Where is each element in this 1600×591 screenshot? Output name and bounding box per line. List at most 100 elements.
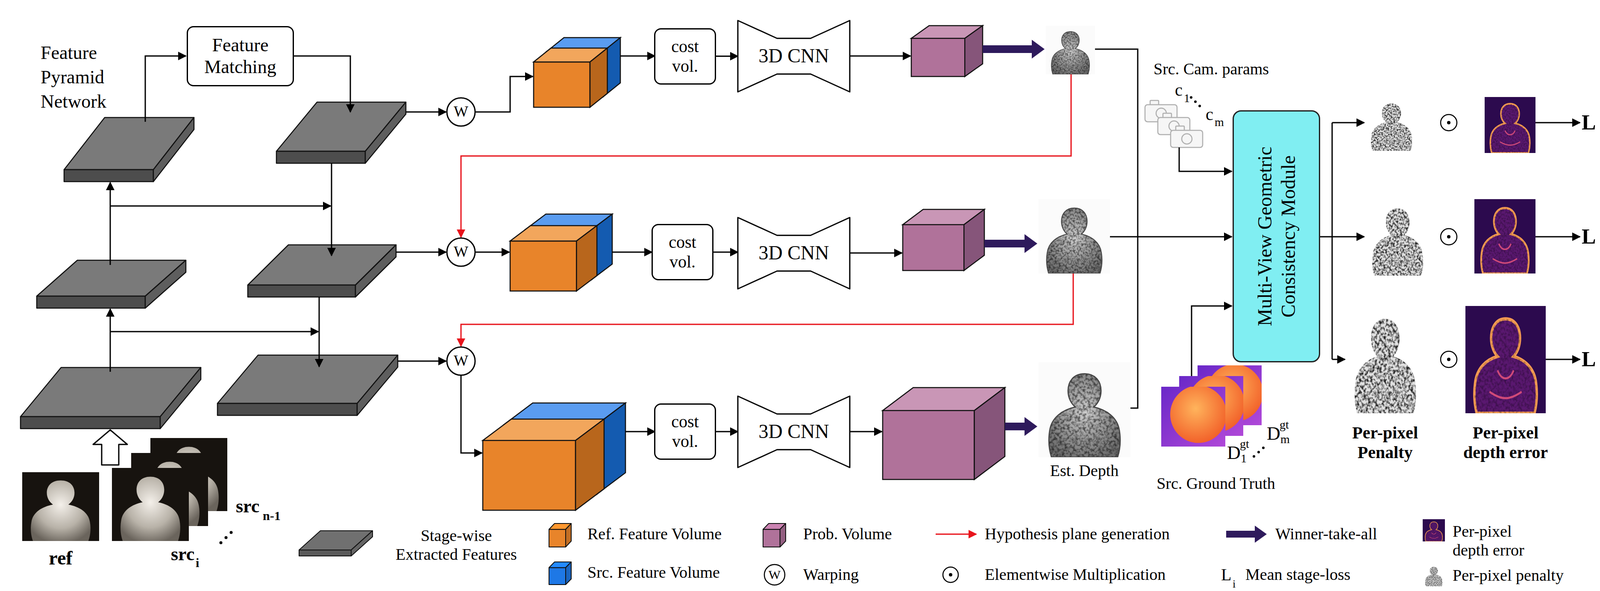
node-text: W xyxy=(453,352,469,370)
ellipsis-dots xyxy=(1252,455,1256,458)
depth-symbol: D xyxy=(1227,442,1241,464)
penalty-map xyxy=(1365,199,1431,276)
multiply-dot xyxy=(1447,120,1451,125)
swatch-face xyxy=(548,567,566,585)
flow-line xyxy=(475,251,510,253)
winner-take-all-arrow xyxy=(982,39,1045,59)
swatch-face xyxy=(548,529,566,547)
swatch-face xyxy=(299,549,352,556)
feature-slab xyxy=(36,296,146,309)
error-map xyxy=(1474,199,1536,274)
multiply-dot xyxy=(1447,357,1451,362)
cost-volume-box: cost vol. xyxy=(654,403,717,460)
probability-cube xyxy=(911,25,983,77)
flow-line xyxy=(1332,122,1365,124)
camera-symbol: c xyxy=(1174,80,1183,100)
depth-map xyxy=(1038,199,1110,274)
legend-text: Src. Feature Volume xyxy=(587,563,720,582)
camera-index: 1 xyxy=(1183,91,1190,106)
flow-line xyxy=(849,55,911,57)
error-map xyxy=(1422,519,1445,542)
multiply-dot xyxy=(948,120,1451,577)
bowtie-outline xyxy=(737,20,850,92)
node-text: cost vol. xyxy=(662,36,708,77)
swatch-face xyxy=(565,523,572,547)
legend-text: Mean stage-loss xyxy=(1245,565,1351,585)
flow-line xyxy=(293,55,351,112)
node-text: cost vol. xyxy=(662,411,708,452)
node-text: 3D CNN xyxy=(758,44,830,68)
input-image xyxy=(111,467,189,541)
legend-text: Winner-take-all xyxy=(1275,524,1377,544)
feature-slab xyxy=(365,102,406,164)
flow-line xyxy=(109,308,112,372)
ellipsis-dots xyxy=(1198,104,1201,108)
flow-line xyxy=(1109,236,1232,238)
cube-swatch xyxy=(763,523,786,547)
node-text: cost vol. xyxy=(660,232,705,272)
depth-superscript: gt xyxy=(1279,417,1289,432)
flow-arrow xyxy=(713,251,738,253)
ellipsis-dots xyxy=(1189,96,1193,99)
image-index: i xyxy=(195,555,200,571)
feature-slab xyxy=(276,151,366,164)
cost-volume-box: cost vol. xyxy=(654,28,717,85)
flow-line xyxy=(145,55,186,122)
output-name: Est. Depth xyxy=(1050,461,1119,481)
flow-line xyxy=(109,182,112,265)
flow-line xyxy=(405,111,447,113)
cnn-block: 3D CNN xyxy=(737,20,850,92)
input-image xyxy=(22,472,100,541)
flow-line xyxy=(110,205,331,207)
ground-truth-map xyxy=(1161,364,1263,447)
node-text: Multi-View Geometric Consistency Module xyxy=(1252,120,1300,352)
node-text: W xyxy=(453,243,469,261)
depth-map xyxy=(1045,25,1096,75)
ellipsis-dots xyxy=(229,531,233,535)
probability-cube xyxy=(882,387,1005,480)
flow-line xyxy=(1320,236,1333,238)
image-name: src xyxy=(170,543,195,566)
consistency-module: Multi-View Geometric Consistency Module xyxy=(1232,110,1321,363)
penalty-map xyxy=(1422,563,1445,587)
legend-text: Per-pixel penalty xyxy=(1452,566,1564,585)
flow-line xyxy=(612,251,652,253)
swatch-face xyxy=(763,529,781,547)
image-name: ref xyxy=(48,546,73,570)
circle-outline xyxy=(446,237,476,267)
depth-map xyxy=(1038,25,1131,458)
hypothesis-arrow xyxy=(935,533,977,535)
depth-index: 1 xyxy=(1240,451,1247,466)
node-text: W xyxy=(453,102,469,121)
bowtie-outline xyxy=(737,217,850,289)
feature-cube xyxy=(482,402,626,511)
flow-line xyxy=(1179,147,1232,172)
legend-text: Warping xyxy=(803,565,859,585)
multiply-symbol xyxy=(942,114,1457,583)
winner-take-all-arrow xyxy=(982,39,1267,543)
feature-slab xyxy=(20,102,406,429)
multiply-symbol xyxy=(1440,114,1457,131)
image-index: n-1 xyxy=(262,508,281,524)
camera-index: m xyxy=(1214,115,1225,130)
ellipsis-dots xyxy=(1257,450,1260,454)
penalty-map xyxy=(1365,96,1418,151)
node-text: 3D CNN xyxy=(758,420,830,444)
flow-line xyxy=(110,55,1580,453)
feature-cube xyxy=(482,37,626,511)
flow-line xyxy=(1332,236,1365,238)
depth-symbol: D xyxy=(1266,422,1281,445)
cost-volume-box: cost vol. xyxy=(651,223,714,281)
cnn-block: 3D CNN xyxy=(737,396,850,468)
warp-circle: W xyxy=(446,346,476,376)
swatch-face xyxy=(780,523,786,547)
flow-line xyxy=(1331,122,1333,360)
flow-arrow xyxy=(716,55,738,57)
input-name: Src. Ground Truth xyxy=(1156,474,1276,494)
error-map xyxy=(1422,96,1546,542)
flow-line xyxy=(1095,49,1333,409)
hypothesis-arrow xyxy=(460,74,1074,535)
legend-text: Prob. Volume xyxy=(803,524,893,544)
matching-box: Feature Matching xyxy=(186,26,294,87)
